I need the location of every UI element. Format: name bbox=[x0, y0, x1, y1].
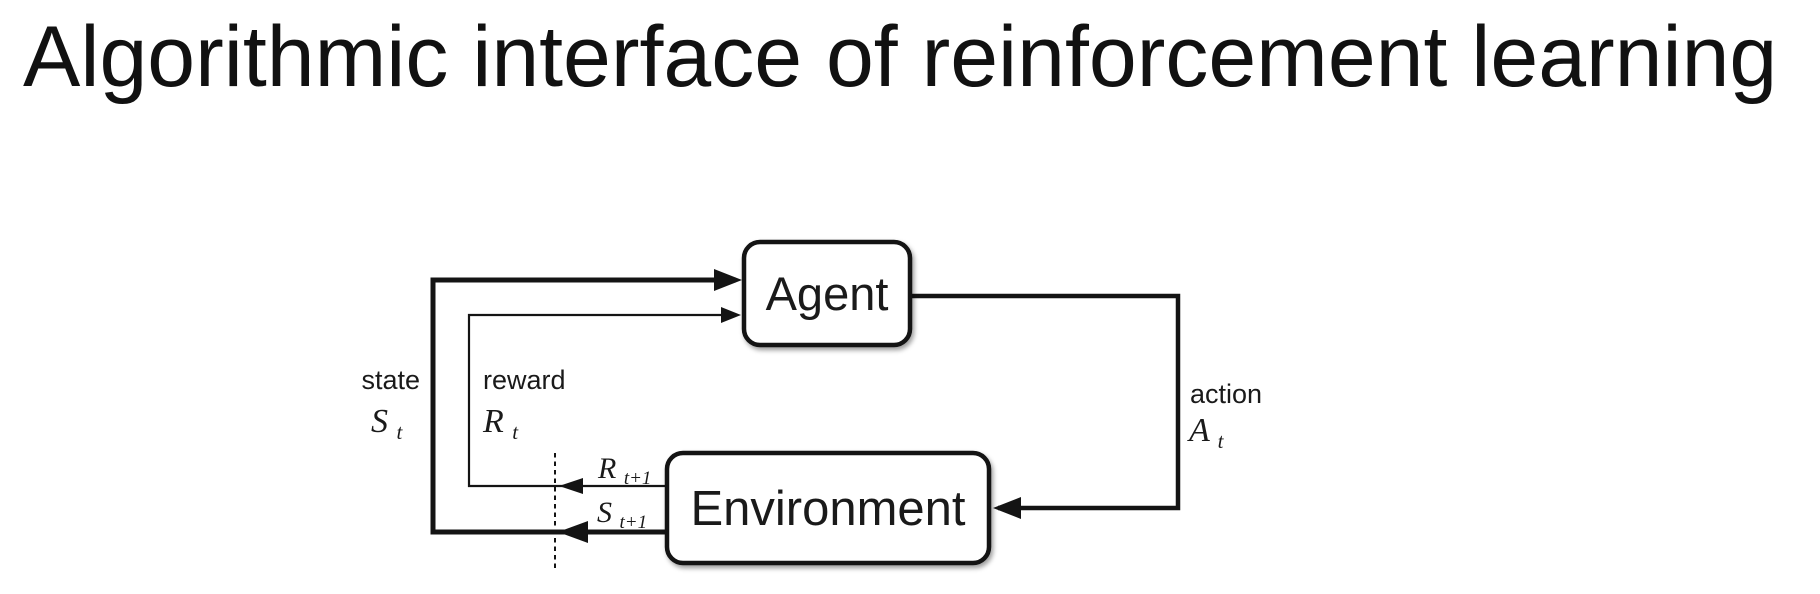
state-arrowhead-into-agent bbox=[714, 269, 742, 291]
reward-word-label: reward bbox=[483, 365, 566, 395]
state-symbol-sub: t bbox=[397, 420, 404, 444]
state-loop-wire bbox=[430, 277, 736, 535]
state-word-label: state bbox=[361, 365, 420, 395]
action-arrowhead-into-environment bbox=[993, 497, 1021, 519]
action-symbol-sub: t bbox=[1218, 429, 1225, 453]
action-symbol-main: A bbox=[1187, 412, 1210, 449]
next-reward-symbol-sub: t+1 bbox=[624, 468, 652, 489]
state-symbol: S t bbox=[371, 403, 404, 444]
next-state-symbol-main: S bbox=[597, 496, 612, 529]
next-reward-symbol-main: R bbox=[597, 452, 616, 485]
next-reward-arrowhead bbox=[559, 478, 583, 494]
environment-box bbox=[664, 450, 992, 566]
agent-box bbox=[741, 239, 913, 348]
reward-symbol-sub: t bbox=[512, 420, 519, 444]
action-symbol: A t bbox=[1187, 412, 1225, 453]
next-state-arrowhead bbox=[558, 521, 588, 543]
reward-symbol: R t bbox=[482, 403, 519, 444]
next-state-symbol: S t+1 bbox=[597, 496, 647, 533]
reward-symbol-main: R bbox=[482, 403, 504, 440]
agent-label: Agent bbox=[766, 267, 889, 320]
next-state-symbol-sub: t+1 bbox=[620, 512, 648, 533]
reward-arrowhead-into-agent bbox=[721, 307, 741, 323]
action-word-label: action bbox=[1190, 379, 1262, 409]
action-loop-wire bbox=[911, 293, 1181, 511]
next-reward-symbol: R t+1 bbox=[597, 452, 651, 489]
slide-title: Algorithmic interface of reinforcement l… bbox=[23, 9, 1778, 105]
state-symbol-main: S bbox=[371, 403, 388, 440]
environment-label: Environment bbox=[690, 482, 965, 536]
